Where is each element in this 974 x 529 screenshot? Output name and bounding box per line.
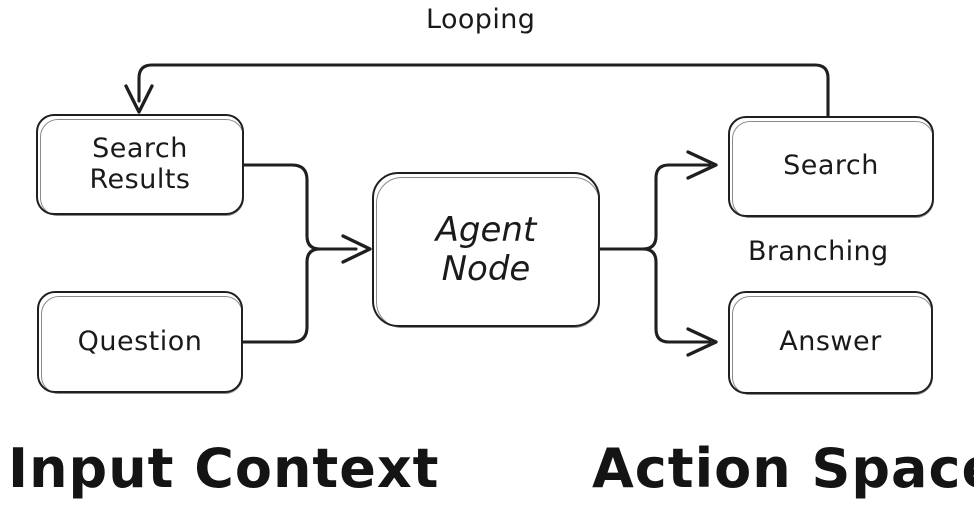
edge-search-results-to-agent bbox=[242, 163, 358, 251]
node-question-label: Question bbox=[77, 325, 203, 357]
edge-answer-arrowhead bbox=[686, 327, 718, 357]
group-label-action-space: Action Space bbox=[592, 437, 974, 500]
node-answer-label: Answer bbox=[779, 326, 882, 358]
edge-agent-to-search bbox=[641, 163, 712, 251]
node-search-results[interactable]: Search Results bbox=[36, 114, 244, 216]
node-agent-label: Agent Node bbox=[435, 210, 537, 289]
edge-label-branching: Branching bbox=[748, 236, 889, 267]
edge-looping-arrowhead bbox=[124, 84, 154, 114]
node-search[interactable]: Search bbox=[728, 116, 934, 218]
edge-looping bbox=[137, 63, 830, 118]
node-question[interactable]: Question bbox=[37, 291, 243, 394]
group-label-input-context: Input Context bbox=[8, 437, 440, 500]
edge-merge-arrowhead bbox=[341, 234, 372, 264]
node-search-label: Search bbox=[783, 150, 879, 182]
node-answer[interactable]: Answer bbox=[728, 291, 933, 395]
node-search-results-label: Search Results bbox=[89, 133, 191, 195]
edge-search-arrowhead bbox=[686, 150, 718, 180]
edge-label-looping: Looping bbox=[426, 4, 536, 35]
edge-agent-to-answer bbox=[641, 247, 712, 344]
node-agent[interactable]: Agent Node bbox=[372, 172, 600, 328]
edge-question-to-agent bbox=[241, 247, 322, 344]
